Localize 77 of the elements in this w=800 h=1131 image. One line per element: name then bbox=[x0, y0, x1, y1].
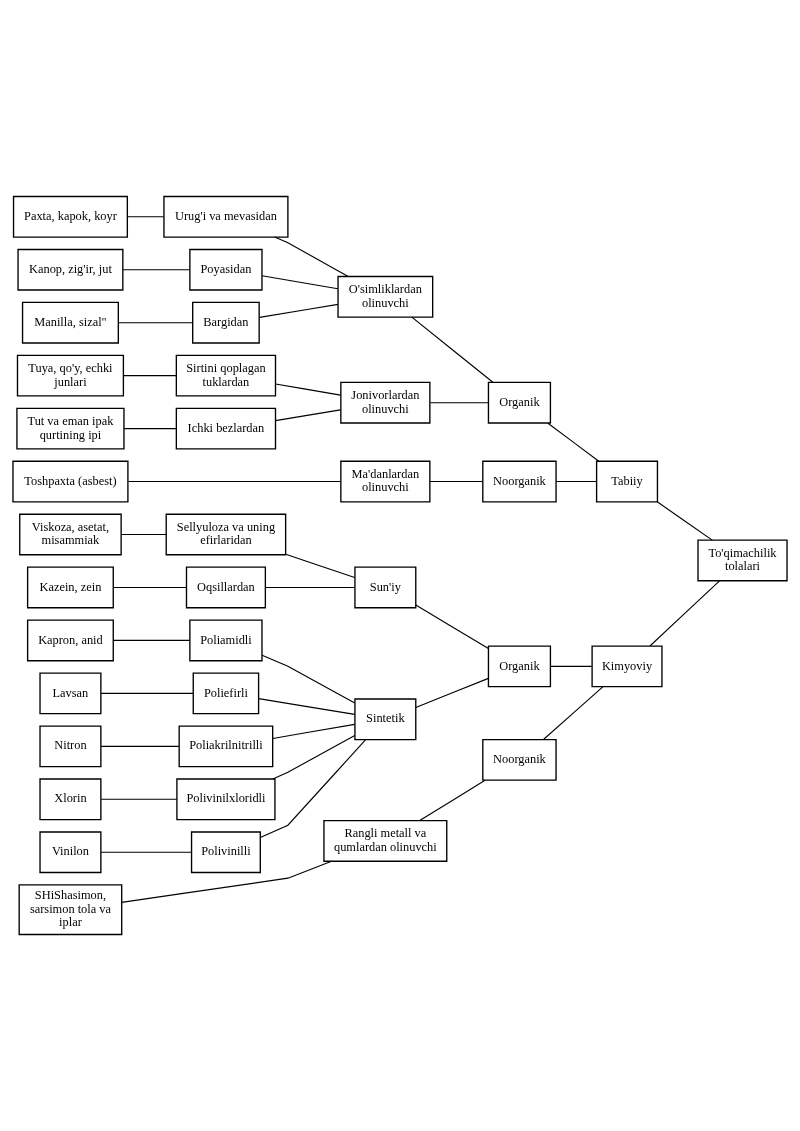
connector bbox=[112, 586, 187, 589]
node-box: Oqsillardan bbox=[185, 566, 267, 609]
connector bbox=[543, 686, 604, 740]
connector bbox=[657, 501, 713, 541]
node-box: Sirtini qoplagan tuklardan bbox=[175, 354, 277, 397]
node-box: Poliefirli bbox=[192, 672, 260, 715]
node-box: Kapron, anid bbox=[26, 619, 114, 662]
connector bbox=[261, 275, 339, 290]
node-box: Organik bbox=[487, 381, 552, 424]
connector bbox=[123, 428, 177, 430]
node-box: Organik bbox=[487, 645, 552, 688]
connector bbox=[122, 375, 177, 377]
connector bbox=[419, 779, 486, 822]
node-box: Xlorin bbox=[39, 778, 102, 821]
connector bbox=[120, 533, 167, 536]
connector bbox=[411, 316, 494, 383]
node-box: Kimyoviy bbox=[591, 645, 663, 688]
connector bbox=[122, 269, 191, 271]
connector bbox=[117, 322, 194, 324]
connector bbox=[121, 860, 333, 903]
node-box: Polivinilli bbox=[190, 831, 261, 874]
connector bbox=[429, 481, 484, 483]
node-box: Ichki bezlardan bbox=[175, 407, 277, 450]
connector bbox=[285, 553, 356, 579]
node-box: Tabiiy bbox=[595, 460, 659, 503]
node-box: To'qimachilik tolalari bbox=[697, 539, 788, 582]
node-box: Sellyuloza va uning efirlaridan bbox=[165, 513, 287, 556]
connector bbox=[547, 422, 600, 462]
node-box: Poliakrilnitrilli bbox=[178, 725, 274, 768]
node-box: Jonivorlardan olinuvchi bbox=[340, 381, 431, 424]
connector bbox=[275, 383, 341, 396]
connector bbox=[272, 723, 356, 739]
node-box: Viskoza, asetat, misammiak bbox=[19, 513, 122, 556]
node-box: Polivinilxloridli bbox=[176, 778, 276, 821]
node-box: Rangli metall va qumlardan olinuvchi bbox=[323, 820, 448, 862]
connector bbox=[100, 798, 178, 800]
connector bbox=[258, 698, 356, 715]
connector bbox=[415, 604, 489, 649]
connector bbox=[549, 665, 593, 667]
connector bbox=[261, 654, 356, 704]
node-box: Lavsan bbox=[39, 672, 102, 715]
node-box: Poyasidan bbox=[189, 248, 263, 291]
connector bbox=[272, 734, 356, 780]
node-box: Urug'i va mevasidan bbox=[163, 195, 289, 238]
connector bbox=[100, 851, 193, 853]
node-box: Sun'iy bbox=[354, 566, 417, 609]
node-box: Noorganik bbox=[482, 738, 557, 781]
connector bbox=[259, 303, 339, 318]
node-box: Tuya, qo'y, echki junlari bbox=[16, 354, 125, 397]
node-box: Bargidan bbox=[192, 301, 260, 344]
node-box: Tut va eman ipak qurtining ipi bbox=[16, 407, 125, 450]
node-box: Kanop, zig'ir, jut bbox=[17, 248, 124, 291]
connector bbox=[415, 677, 489, 709]
connector bbox=[126, 216, 165, 218]
node-box: O'simliklardan olinuvchi bbox=[337, 275, 434, 318]
connector bbox=[555, 481, 598, 483]
node-box: Nitron bbox=[39, 725, 102, 768]
node-box: Poliamidli bbox=[189, 619, 263, 662]
node-box: Sintetik bbox=[354, 698, 417, 741]
connector bbox=[113, 639, 191, 641]
connector bbox=[100, 692, 194, 694]
connector bbox=[274, 236, 349, 277]
node-box: Vinilon bbox=[39, 831, 102, 874]
node-box: Noorganik bbox=[482, 460, 557, 503]
connector bbox=[275, 409, 341, 422]
connector bbox=[259, 739, 367, 839]
connector bbox=[100, 745, 180, 747]
connector bbox=[127, 481, 342, 483]
node-box: Manilla, sizal" bbox=[21, 301, 119, 344]
connector bbox=[264, 586, 356, 589]
node-box: Ma'danlardan olinuvchi bbox=[340, 460, 431, 503]
node-box: Paxta, kapok, koyr bbox=[12, 195, 128, 238]
node-box: Toshpaxta (asbest) bbox=[12, 460, 129, 503]
node-box: SHiShasimon, sarsimon tola va iplar bbox=[18, 884, 123, 936]
node-box: Kazein, zein bbox=[26, 566, 114, 609]
connector bbox=[649, 580, 721, 647]
connector bbox=[429, 402, 489, 404]
